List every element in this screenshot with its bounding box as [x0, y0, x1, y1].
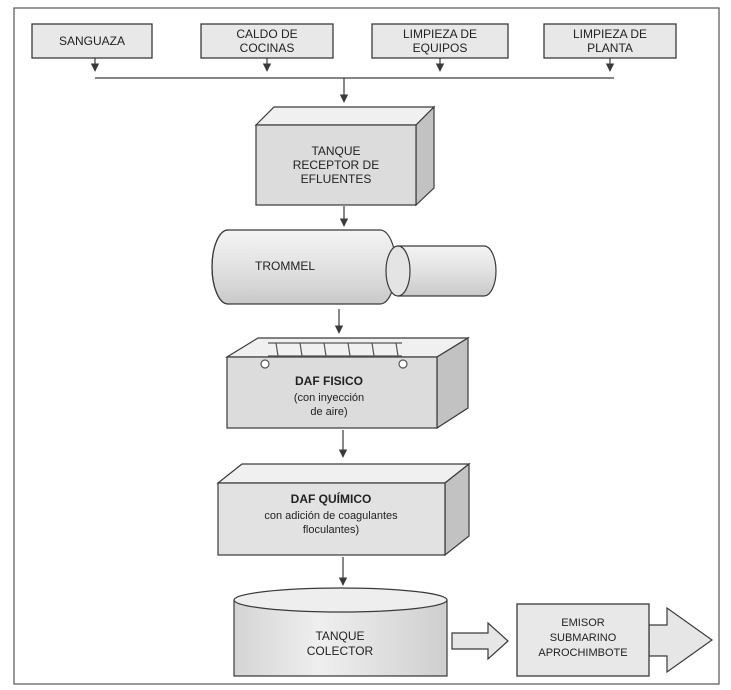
daf-quimico-title: DAF QUÍMICO	[291, 491, 372, 506]
daf-fisico-box: DAF FISICO (con inyección de aire)	[224, 336, 471, 430]
source-caldo-label-1: CALDO DE	[236, 27, 297, 41]
source-connectors	[90, 58, 615, 103]
source-planta-label-1: LIMPIEZA DE	[573, 27, 647, 41]
source-caldo-label-2: COCINAS	[240, 41, 295, 55]
trommel-label: TROMMEL	[255, 259, 315, 273]
daf-quimico-box: DAF QUÍMICO con adición de coagulantes f…	[216, 462, 471, 557]
emisor-label-3: APROCHIMBOTE	[538, 647, 627, 659]
source-limpieza-de-equipos: LIMPIEZA DE EQUIPOS	[371, 23, 509, 59]
tanque-colector-label-1: TANQUE	[315, 629, 364, 643]
tanque-receptor-box: TANQUE RECEPTOR DE EFLUENTES	[254, 105, 436, 207]
daf-fisico-label-1: (con inyección	[294, 392, 364, 404]
emisor-label-2: SUBMARINO	[550, 632, 617, 644]
tanque-receptor-label-2: RECEPTOR DE	[293, 158, 379, 172]
trommel-drum: TROMMEL	[211, 229, 497, 305]
emisor-label-1: EMISOR	[561, 617, 604, 629]
source-caldo-de-cocinas: CALDO DE COCINAS	[200, 23, 334, 59]
daf-fisico-title: DAF FISICO	[295, 374, 363, 388]
source-sanguaza: SANGUAZA	[31, 23, 153, 59]
source-limpieza-de-planta: LIMPIEZA DE PLANTA	[543, 23, 677, 59]
source-equipos-label-1: LIMPIEZA DE	[403, 27, 477, 41]
tanque-receptor-label-3: EFLUENTES	[301, 172, 372, 186]
skimmer-icon	[260, 342, 408, 369]
tanque-receptor-label-1: TANQUE	[311, 144, 360, 158]
tanque-colector-label-2: COLECTOR	[307, 644, 374, 658]
arrow-colector-to-emisor-icon	[451, 621, 509, 661]
tanque-colector: TANQUE COLECTOR	[233, 587, 448, 677]
source-equipos-label-2: EQUIPOS	[413, 41, 468, 55]
daf-quimico-label-2: floculantes)	[303, 524, 359, 536]
source-planta-label-2: PLANTA	[587, 41, 633, 55]
page-frame	[13, 7, 720, 685]
daf-quimico-label-1: con adición de coagulantes	[264, 510, 398, 522]
daf-fisico-label-2: de aire)	[310, 406, 347, 418]
source-sanguaza-label: SANGUAZA	[59, 34, 125, 48]
emisor-submarino: EMISOR SUBMARINO APROCHIMBOTE	[516, 603, 714, 677]
